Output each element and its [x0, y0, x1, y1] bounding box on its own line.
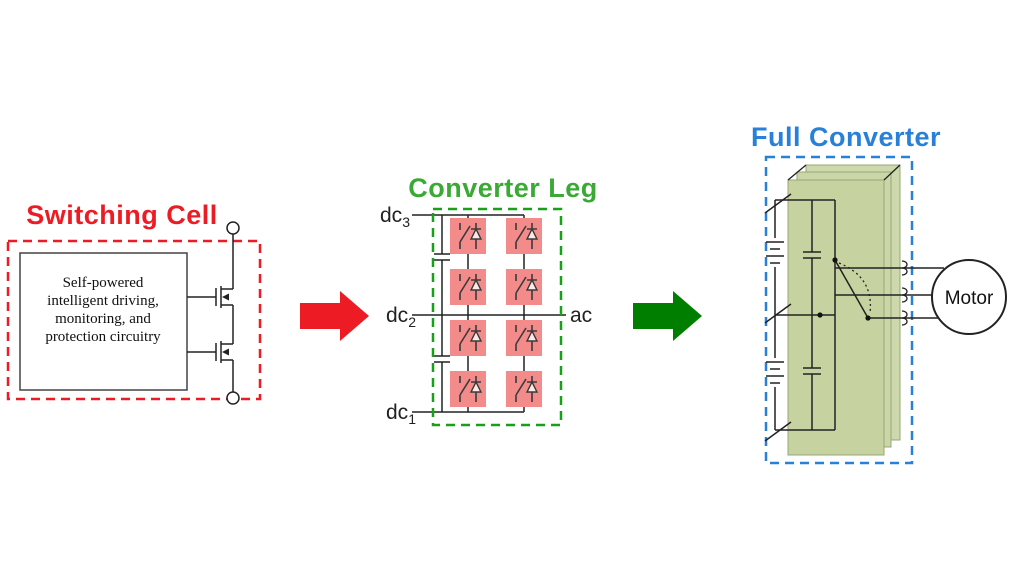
panel-perspective-lines — [787, 164, 901, 181]
motor-label: Motor — [945, 288, 994, 309]
dc2-label-sub: 2 — [408, 314, 416, 330]
full-converter-dashed-border — [764, 155, 914, 465]
converter-leg-bus-wires — [412, 214, 566, 413]
dc1-label: dc1 — [386, 401, 416, 427]
battery-symbols — [766, 241, 784, 384]
switching-cell-unit — [449, 217, 487, 255]
dc1-label-base: dc — [386, 401, 408, 424]
dc3-label-base: dc — [380, 204, 402, 227]
box-line-3: monitoring, and — [55, 311, 151, 327]
driver-circuitry-text: Self-powered intelligent driving, monito… — [45, 275, 161, 345]
motor-circle — [931, 259, 1007, 335]
switching-cell-unit — [449, 370, 487, 408]
ac-label: ac — [570, 304, 592, 327]
full-converter-section: Full Converter Motor — [751, 122, 1007, 465]
phase-winding-icon — [901, 287, 908, 303]
dc2-label-base: dc — [386, 304, 408, 327]
switching-cell-unit — [505, 370, 543, 408]
switching-cell-unit — [505, 319, 543, 357]
converter-leg-dashed-border — [431, 207, 563, 427]
dc3-label-sub: 3 — [402, 214, 410, 230]
converter-leg-section: Converter Leg dc3 dc2 dc1 ac — [380, 173, 598, 427]
driver-circuitry-box — [19, 252, 188, 391]
switching-cell-unit — [449, 268, 487, 306]
mid-rail-dot — [817, 312, 823, 318]
switch-diagonals — [764, 193, 792, 442]
pole-switch-blade — [834, 259, 869, 319]
converter-leg-title: Converter Leg — [408, 173, 598, 203]
green-arrow-icon — [633, 291, 702, 341]
switching-cell-section: Switching Cell Self-powered intelligent … — [6, 200, 262, 405]
pole-switch-arc — [838, 262, 872, 314]
dc3-label: dc3 — [380, 204, 410, 230]
phase-winding-icon — [901, 310, 908, 326]
switching-cell-unit — [505, 217, 543, 255]
pole-node-dot — [832, 257, 838, 263]
switching-cell-title: Switching Cell — [26, 200, 218, 230]
bottom-terminal-circle — [226, 391, 240, 405]
dc2-label: dc2 — [386, 304, 416, 330]
capacitor-symbols — [803, 200, 821, 430]
box-line-1: Self-powered — [63, 275, 144, 291]
full-converter-title: Full Converter — [751, 122, 941, 152]
mosfet-lower-icon — [187, 341, 233, 363]
dc1-label-sub: 1 — [408, 411, 416, 427]
pole-node-dot — [865, 315, 871, 321]
full-converter-circuit — [764, 193, 944, 442]
dc-link-capacitors — [434, 215, 450, 412]
red-arrow-icon — [300, 291, 369, 341]
rail-wires — [775, 199, 836, 431]
top-terminal-circle — [226, 221, 240, 235]
switching-cell-unit — [449, 319, 487, 357]
switching-cell-unit — [505, 268, 543, 306]
box-line-4: protection circuitry — [45, 329, 161, 345]
switching-cell-dashed-border — [6, 239, 262, 401]
phase-winding-icon — [901, 260, 908, 276]
mosfet-upper-icon — [187, 286, 233, 308]
box-line-2: intelligent driving, — [47, 293, 159, 309]
phase-output-wires — [835, 267, 944, 319]
